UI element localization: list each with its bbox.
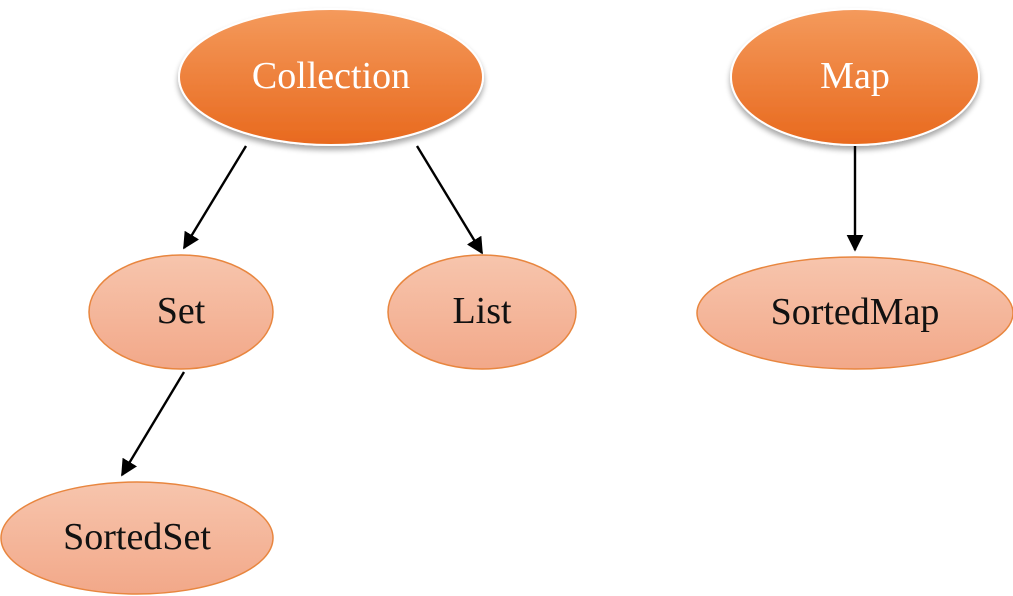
node-list[interactable]: List <box>387 254 577 370</box>
node-sortedset-label: SortedSet <box>63 516 211 558</box>
edge-collection-to-set <box>182 145 248 250</box>
edge-set-to-sortedset <box>120 371 186 477</box>
node-list-label: List <box>452 290 512 332</box>
node-map-label: Map <box>820 55 890 97</box>
node-set[interactable]: Set <box>88 254 274 370</box>
node-sortedset-shape <box>0 481 274 595</box>
node-set-label: Set <box>157 290 206 332</box>
node-list-shape <box>387 254 577 370</box>
node-set-shape <box>88 254 274 370</box>
edge-collection-to-list <box>415 145 484 255</box>
node-sortedset[interactable]: SortedSet <box>0 481 274 595</box>
node-sortedmap-label: SortedMap <box>771 291 940 333</box>
node-collection-shape <box>178 8 484 146</box>
edges <box>120 145 864 477</box>
node-sortedmap[interactable]: SortedMap <box>696 256 1013 370</box>
node-map[interactable]: Map <box>730 8 980 146</box>
node-sortedmap-shape <box>696 256 1013 370</box>
node-map-shape <box>730 8 980 146</box>
node-collection-label: Collection <box>252 55 410 97</box>
node-collection[interactable]: Collection <box>178 8 484 146</box>
